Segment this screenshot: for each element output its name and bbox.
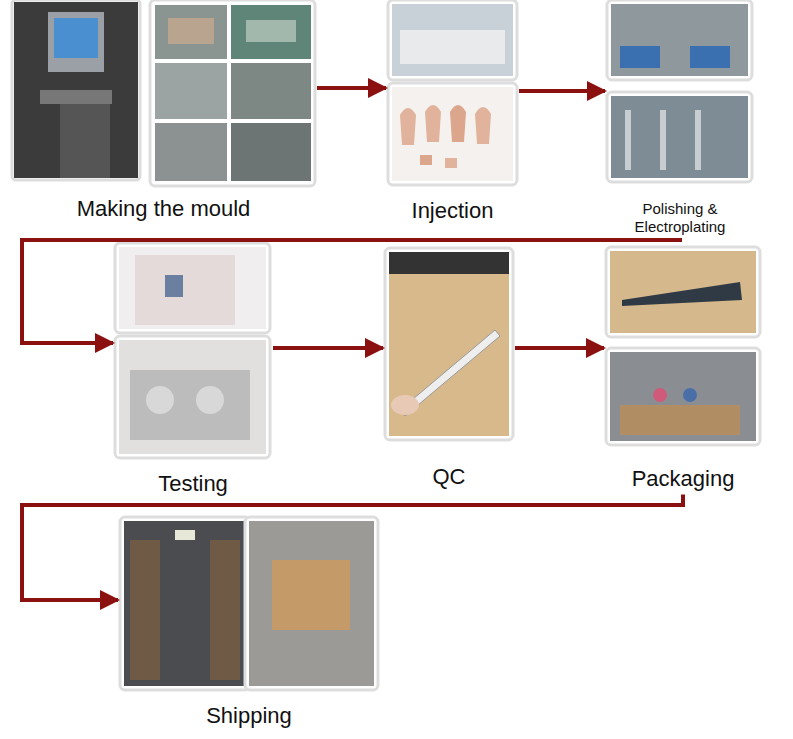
photo xyxy=(388,0,517,185)
process-step: Polishing & Electroplating xyxy=(605,2,755,238)
step-caption: Injection xyxy=(386,198,519,224)
flow-arrow xyxy=(519,89,605,93)
flow-arrow xyxy=(273,346,383,350)
photo xyxy=(120,517,378,690)
process-step: QC xyxy=(383,248,515,492)
step-caption: Making the mould xyxy=(10,196,317,222)
process-step: Making the mould xyxy=(10,2,317,224)
process-step: Injection xyxy=(386,2,519,226)
photo xyxy=(385,248,513,440)
photo xyxy=(606,247,760,445)
photo xyxy=(607,0,752,182)
flow-arrow xyxy=(317,86,386,90)
step-caption: Packaging xyxy=(604,466,762,492)
process-step: Packaging xyxy=(604,246,762,494)
step-caption: Testing xyxy=(113,471,273,497)
photo xyxy=(115,243,270,458)
flow-arrow xyxy=(22,494,683,600)
photo xyxy=(150,0,315,186)
photo xyxy=(12,0,140,180)
step-caption: QC xyxy=(383,464,515,490)
flow-arrow xyxy=(515,346,604,350)
step-caption: Polishing & Electroplating xyxy=(605,200,755,236)
process-step: Testing xyxy=(113,243,273,499)
process-step: Shipping xyxy=(118,515,380,731)
flow-arrow xyxy=(22,238,680,343)
step-caption: Shipping xyxy=(118,703,380,729)
